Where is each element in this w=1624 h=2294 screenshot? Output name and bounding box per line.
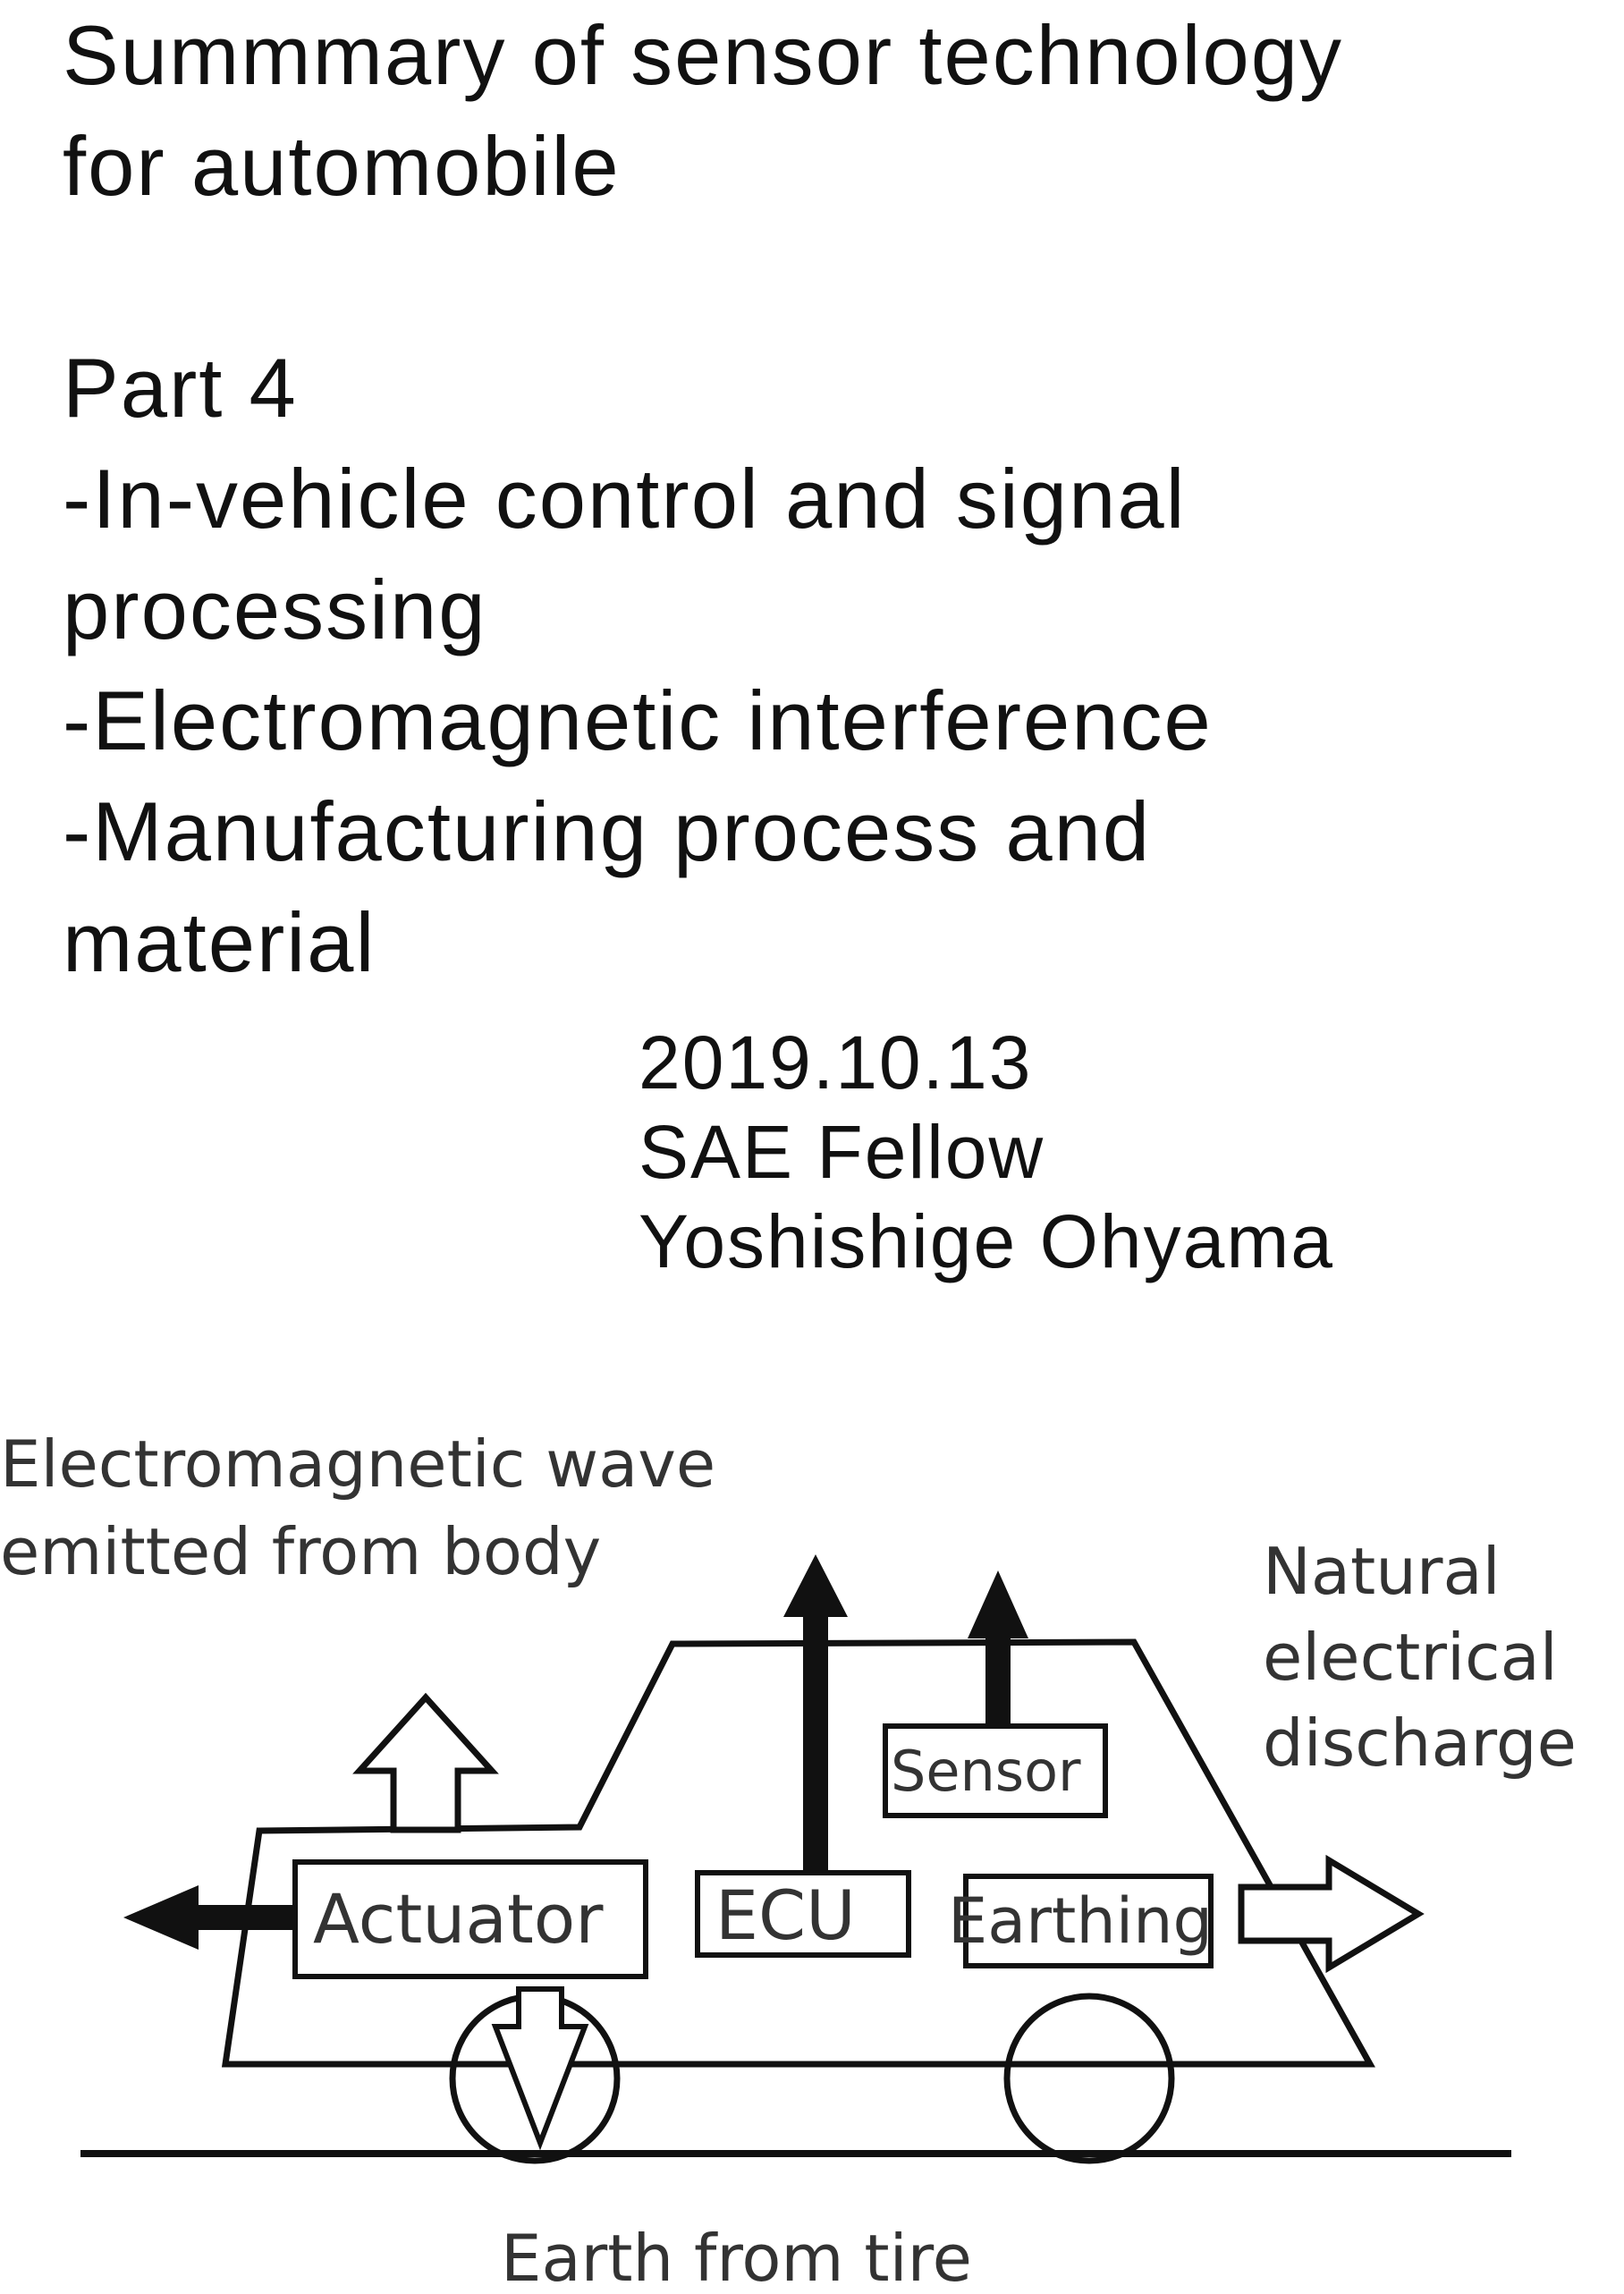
title-line-2: for automobile [63,119,621,213]
ecu-emission-arrow-icon [783,1554,848,1873]
natural-discharge-label-line-3: discharge [1263,1706,1577,1781]
topic-1-line-1: -In-vehicle control and signal [63,452,1187,546]
em-wave-label-line-1: Electromagnetic wave [0,1426,715,1502]
topic-3-line-1: -Manufacturing process and [63,784,1152,878]
earthing-label: Earthing [948,1884,1213,1958]
sensor-box [883,1723,1108,1818]
ecu-box [695,1870,911,1958]
actuator-emission-arrow-icon [123,1885,295,1950]
emi-diagram: Electromagnetic wave emitted from body N… [0,1395,1624,2294]
emi-diagram-svg: Electromagnetic wave emitted from body N… [0,1426,1577,2294]
earth-from-tire-label: Earth from tire [501,2221,972,2290]
date: 2019.10.13 [639,1020,1033,1105]
part-label: Part 4 [63,341,298,435]
title-gap [63,222,1619,333]
topic-3-line-2: material [63,895,376,989]
topic-2: -Electromagnetic interference [63,673,1213,767]
body-emission-arrow-icon [352,1692,499,1833]
sensor-emission-arrow-icon [968,1570,1028,1726]
actuator-label: Actuator [313,1879,604,1959]
car-body-outline [221,1638,1375,2068]
sensor-label: Sensor [891,1739,1081,1804]
title-block: Summmary of sensor technology for automo… [63,0,1619,998]
earthing-box [963,1874,1214,1968]
author-name: Yoshishige Ohyama [639,1199,1335,1283]
natural-discharge-arrow-icon [1238,1854,1425,1974]
natural-discharge-label-line-2: electrical [1263,1620,1558,1695]
affiliation: SAE Fellow [639,1110,1045,1194]
rear-wheel [1003,1993,1175,2164]
title-line-1: Summmary of sensor technology [63,8,1344,102]
ecu-label: ECU [715,1875,856,1955]
em-wave-label-line-2: emitted from body [0,1514,601,1589]
meta-block: 2019.10.13 SAE Fellow Yoshishige Ohyama [639,1018,1334,1286]
topic-1-line-2: processing [63,563,487,656]
earth-from-tire-arrow-icon [491,1986,589,2151]
natural-discharge-label-line-1: Natural [1263,1534,1501,1609]
